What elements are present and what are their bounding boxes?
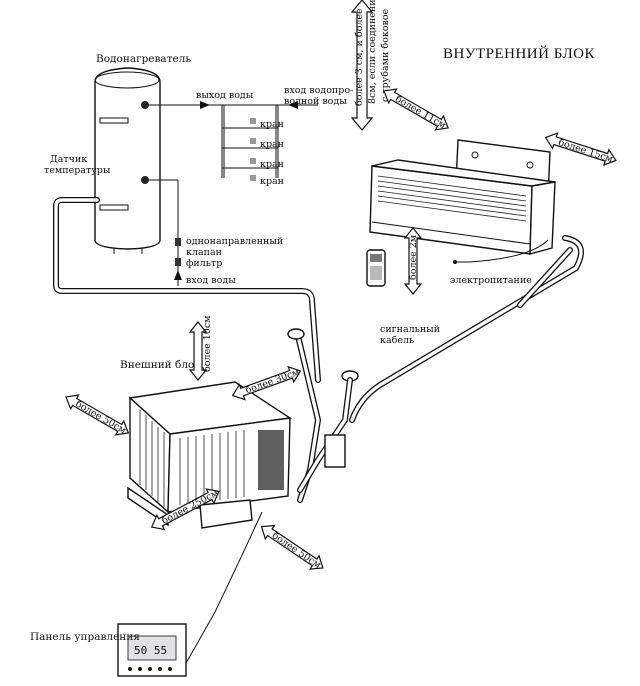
water-supply-label-2: водной воды (284, 96, 347, 107)
clearance-indoor-below-arrow (403, 227, 423, 295)
water-heater-tank (94, 67, 161, 254)
pipe-indoor-to-outdoor (349, 235, 585, 423)
outdoor-unit-label: Внешний блок (120, 359, 201, 371)
control-panel-label: Панель управления (30, 631, 140, 643)
clearance-outdoor-back-arrow: более 50см (260, 524, 324, 571)
valve-label-4: кран (260, 176, 284, 187)
clearance-top-text-3: с трубами боковое (380, 8, 391, 102)
indoor-unit-title: ВНУТРЕННИЙ БЛОК (443, 45, 595, 62)
valve-label-2: кран (260, 139, 284, 150)
clearance-outdoor-right-arrow: более 30см (231, 365, 302, 401)
valve-manifold (221, 105, 279, 181)
check-valve-label-2: клапан (186, 247, 222, 258)
water-supply-label-1: вход водопро- (284, 85, 353, 96)
pipe-heater-to-outdoor (53, 197, 321, 383)
power-cable (453, 239, 549, 264)
clearance-outdoor-left-arrow: более 50см (65, 394, 130, 437)
filter-label: фильтр (186, 258, 222, 269)
clearance-outdoor-top-text: более 10см (202, 315, 213, 372)
water-heater-label: Водонагреватель (96, 53, 191, 65)
power-label: электропитание (450, 275, 532, 286)
water-inlet-line (148, 179, 182, 286)
clearance-indoor-below-text: более 2м (408, 234, 419, 280)
clearance-indoor-left-text: более 11см (393, 94, 448, 132)
temp-sensor-label-1: Датчик (50, 154, 87, 165)
control-panel: 50 55 (117, 623, 187, 677)
valve-label-1: кран (260, 119, 284, 130)
signal-cable-label-2: кабель (380, 335, 414, 346)
water-out-label: выход воды (196, 90, 254, 101)
signal-cable-label-1: сигнальный (380, 324, 440, 335)
valve-label-3: кран (260, 159, 284, 170)
clearance-indoor-right-arrow: более 15см (544, 132, 617, 166)
clearance-outdoor-top-arrow (188, 321, 208, 381)
outdoor-unit (127, 381, 292, 529)
remote-control (366, 249, 386, 287)
control-panel-lcd: 50 55 (134, 644, 167, 657)
clearance-top-text-2: 8см, если соединение (367, 0, 378, 104)
clearance-indoor-right-text: более 15см (557, 137, 615, 165)
water-in-label: вход воды (186, 275, 236, 286)
clearance-outdoor-back-text: более 50см (270, 530, 324, 571)
clearance-top-text-1: более 3 см, и более (354, 8, 365, 106)
control-wire (184, 511, 263, 666)
check-valve-label-1: однонаправленный (186, 236, 283, 247)
clearance-top-arrow (350, 0, 374, 131)
temp-sensor-label-2: температуры (44, 165, 111, 176)
drain-pan (324, 434, 346, 468)
clearance-outdoor-left-text: более 50см (73, 399, 128, 437)
water-outlet-line (148, 101, 318, 109)
clearance-indoor-left-arrow: более 11см (383, 88, 449, 132)
